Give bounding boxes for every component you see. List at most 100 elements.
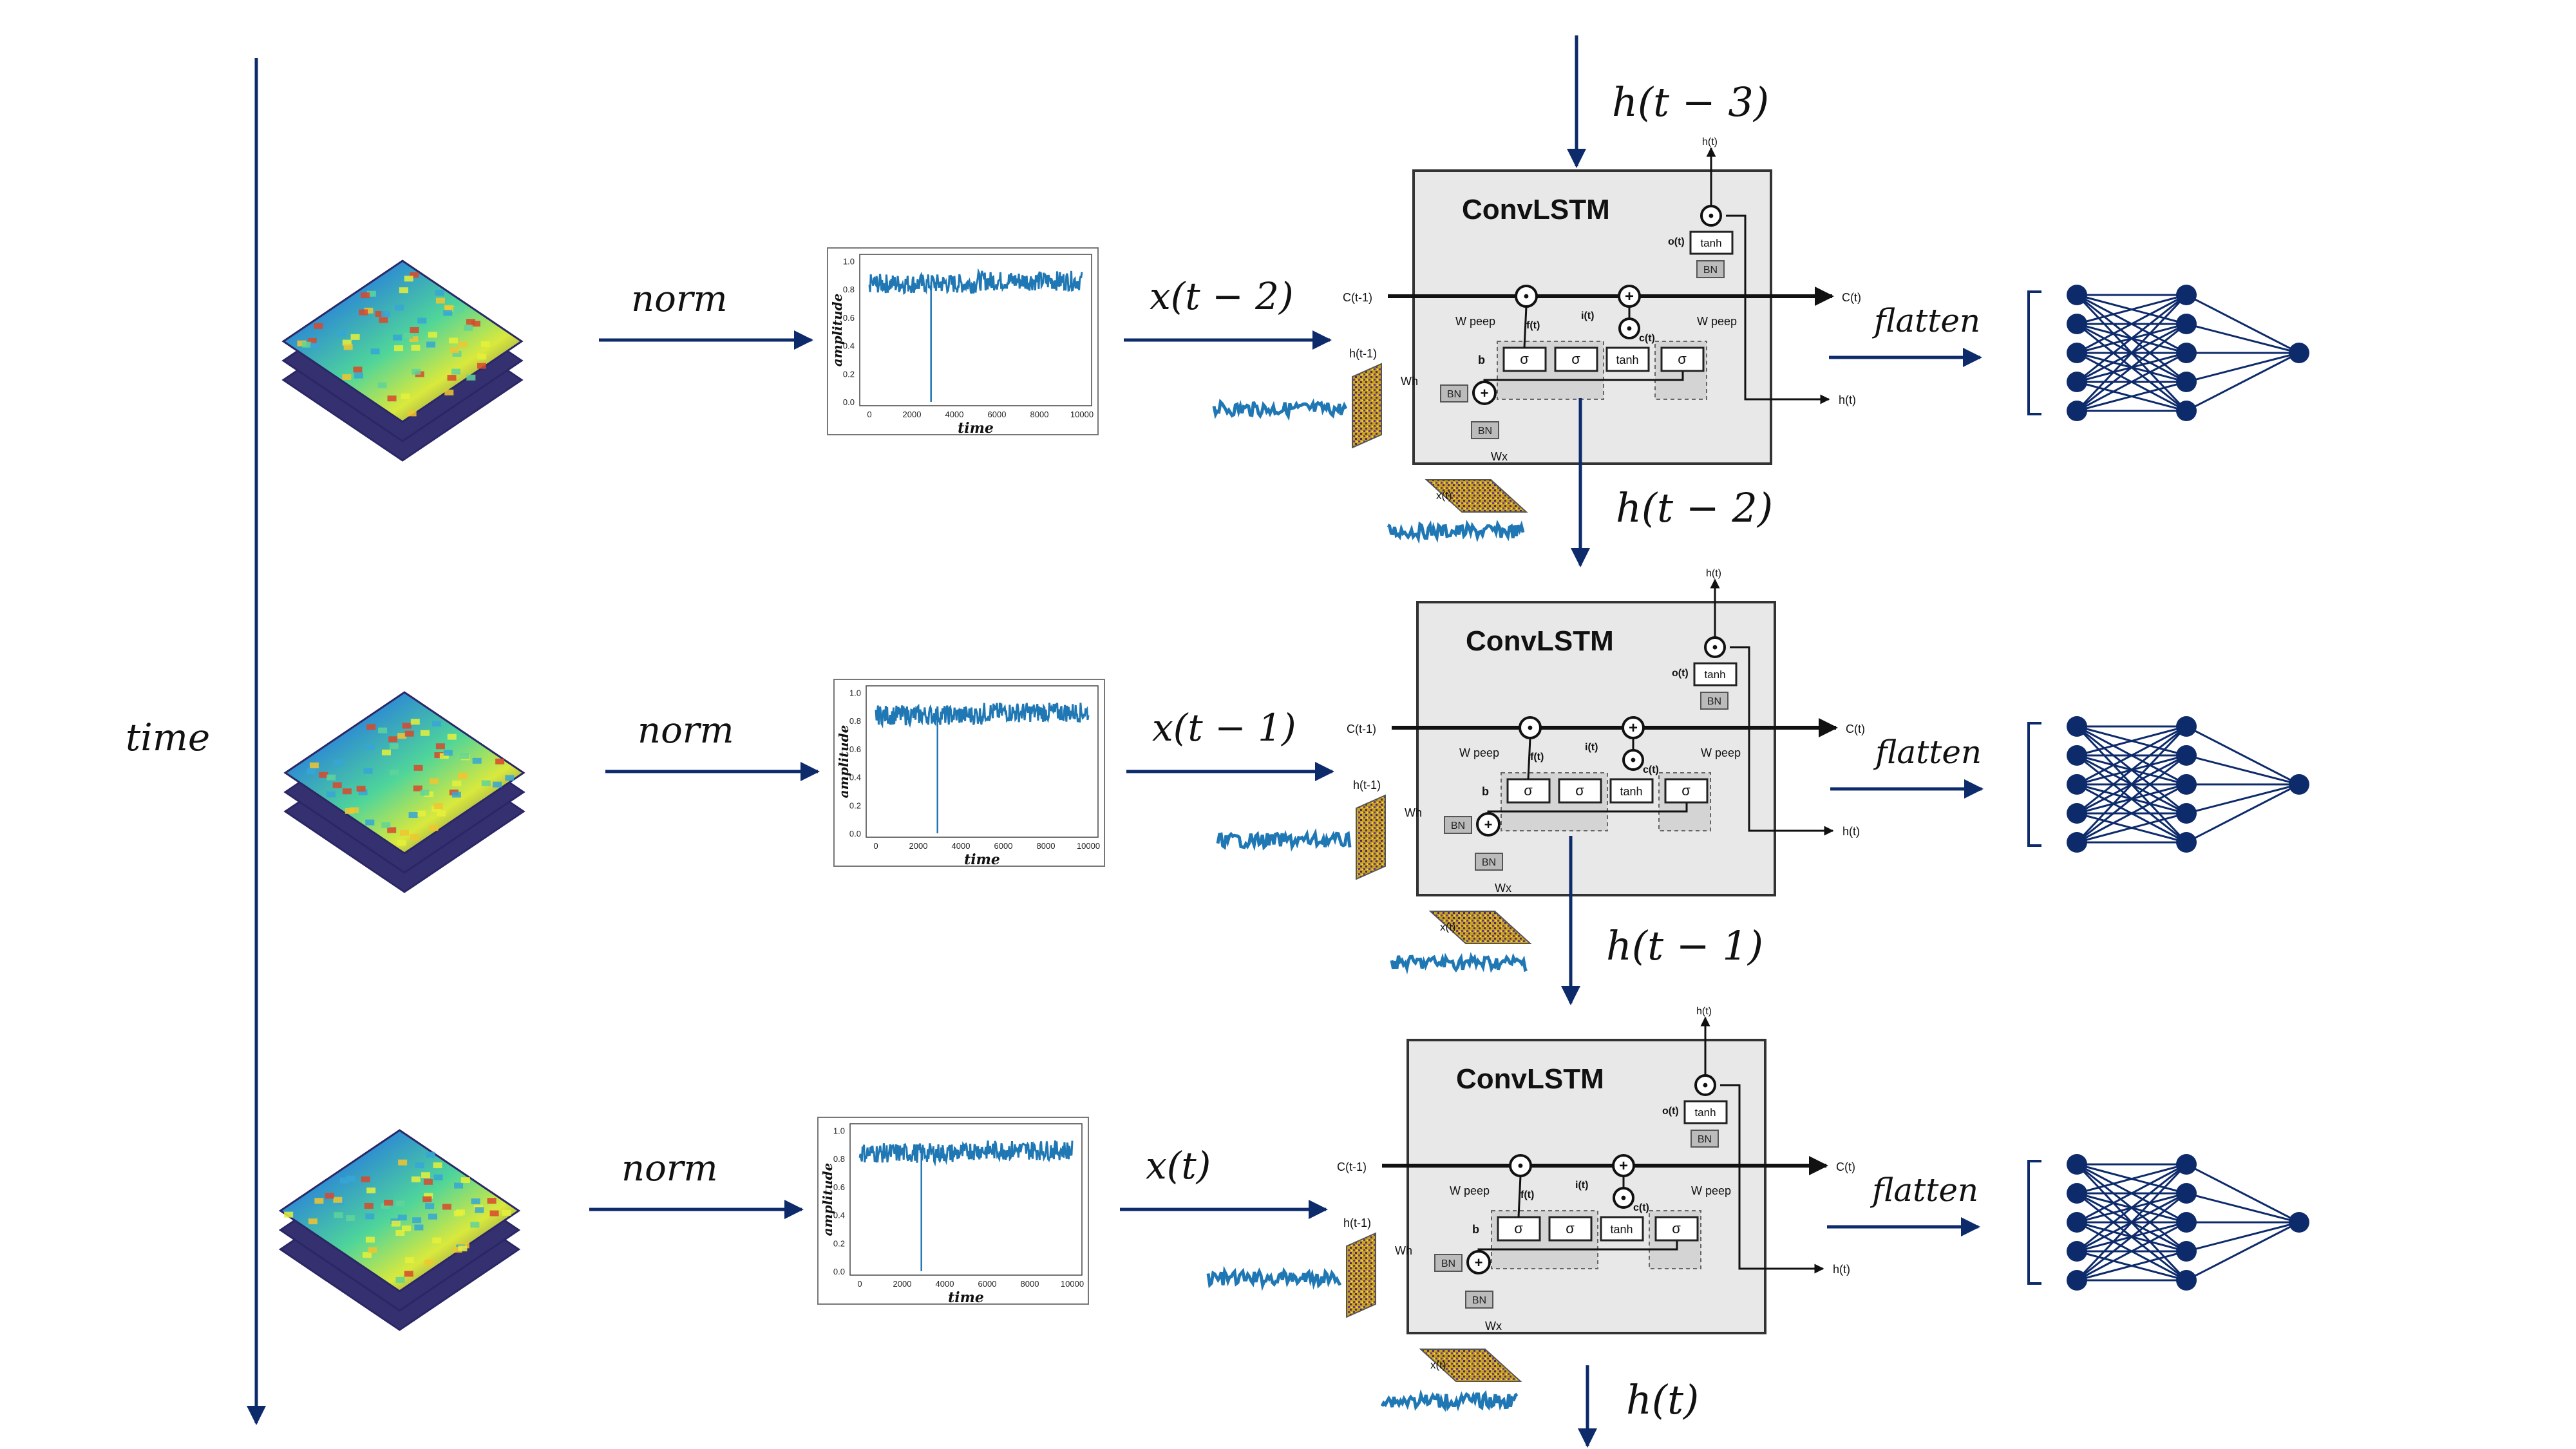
nn-edge <box>2076 783 2187 844</box>
bn-box <box>1696 260 1725 278</box>
heatmap-cell <box>398 1159 408 1166</box>
cell-op-symbol: • <box>1518 1157 1523 1175</box>
heatmap-cell <box>470 1222 480 1228</box>
plot-ylabel: amplitude <box>836 725 851 799</box>
heatmap-cell <box>502 1209 511 1216</box>
heatmap-cell <box>337 330 346 337</box>
f-gate-label: f(t) <box>1530 752 1544 762</box>
bn-label: BN <box>1478 426 1492 437</box>
nn-edge <box>2186 352 2300 383</box>
bn-label: BN <box>1451 820 1465 831</box>
heatmap-cell <box>342 339 352 346</box>
gate-feed-line <box>1477 1241 1678 1251</box>
nn-edge <box>2076 725 2187 757</box>
y-tick-label: 0.0 <box>843 397 855 407</box>
heatmap-cell <box>370 348 380 355</box>
heatmap-cell <box>399 829 409 836</box>
bn-label: BN <box>1703 265 1718 276</box>
c-mid-label: c(t) <box>1643 764 1659 775</box>
nn-node <box>2067 716 2087 737</box>
heatmap-cell <box>426 1151 435 1158</box>
heatmap-cell <box>435 290 444 296</box>
nn-node <box>2176 745 2197 766</box>
heatmap-cell <box>327 774 336 781</box>
nn-edge <box>2076 352 2187 412</box>
heatmap-cell <box>481 780 491 786</box>
heatmap-cell <box>426 341 436 348</box>
nn-node <box>2176 1241 2197 1262</box>
nn-node <box>2176 372 2197 392</box>
heatmap-cell <box>423 1179 433 1185</box>
f-gate-line <box>1523 306 1528 348</box>
bn-box <box>1690 1130 1719 1148</box>
flatten-label: flatten <box>1870 1171 1978 1209</box>
signal-strip <box>1390 952 1528 975</box>
gate-label: σ <box>1681 782 1690 799</box>
w-peep-label: W peep <box>1459 746 1499 759</box>
h-prev-label: h(t-1) <box>1343 1217 1371 1229</box>
cell-op-symbol: + <box>1625 288 1634 305</box>
heatmap-cell <box>363 1252 372 1258</box>
plot-xlabel: time <box>958 420 994 437</box>
nn-node <box>2067 803 2087 824</box>
heatmap-cell <box>435 298 445 304</box>
heatmap-cell <box>411 1176 421 1182</box>
w-peep-label: W peep <box>1450 1184 1490 1197</box>
heatmap-cell <box>420 790 430 796</box>
nn-edge <box>2186 1221 2300 1282</box>
nn-node <box>2067 774 2087 795</box>
heatmap-cell <box>447 734 457 740</box>
signal-strip <box>1212 398 1348 421</box>
hidden-state-label: h(t − 3) <box>1612 79 1769 126</box>
nn-node <box>2067 1241 2087 1262</box>
signal-strip <box>1216 828 1352 852</box>
heatmap-cell <box>364 1202 374 1209</box>
heatmap-cell <box>284 1211 294 1218</box>
y-tick-label: 1.0 <box>849 688 861 697</box>
h-out-path <box>1720 1084 1824 1274</box>
nn-edge <box>2076 1163 2188 1282</box>
heatmap-cell <box>358 789 368 795</box>
h-prev-label: h(t-1) <box>1353 779 1381 791</box>
heatmap-cell <box>437 810 446 817</box>
cell-op-symbol: • <box>1709 207 1714 225</box>
heatmap-cell <box>404 1271 413 1277</box>
heatmap-cell <box>460 753 469 759</box>
heatmap-cell <box>495 758 505 764</box>
x-tick-label: 8000 <box>1021 1279 1039 1289</box>
heatmap-cell <box>365 744 375 750</box>
w-x-label: Wx <box>1485 1320 1502 1332</box>
gate-box <box>1558 778 1602 804</box>
gate-feed-line <box>1483 372 1684 382</box>
heatmap-cell <box>361 1176 370 1182</box>
heatmap-cell <box>421 1172 431 1179</box>
heatmap-layer <box>283 691 526 855</box>
nn-node <box>2067 285 2087 305</box>
heatmap-cell <box>354 372 364 379</box>
nn-edge <box>2076 294 2188 412</box>
heatmap-cell <box>410 327 419 334</box>
heatmap-cell <box>333 1197 343 1203</box>
bias-label: b <box>1472 1223 1479 1236</box>
nn-node <box>2176 285 2197 305</box>
nn-edge <box>2076 1221 2187 1282</box>
heatmap-cell <box>387 395 397 402</box>
signal-line <box>858 1140 1074 1167</box>
heatmap-cell <box>428 332 437 338</box>
heatmap-cell <box>442 1204 451 1210</box>
y-tick-label: 0.2 <box>849 800 861 810</box>
cell-op-symbol: + <box>1481 385 1489 401</box>
heatmap-cell <box>458 772 468 779</box>
nn-node <box>2067 1212 2087 1233</box>
heatmap-cell <box>346 1215 355 1222</box>
nn-node <box>2176 803 2197 824</box>
plot-xlabel: time <box>964 851 1000 868</box>
heatmap-cell <box>365 1236 375 1243</box>
heatmap-cell <box>458 1245 468 1252</box>
x-tick-label: 2000 <box>893 1279 912 1289</box>
cell-op-symbol: • <box>1621 1189 1626 1207</box>
w-h-label: Wh <box>1401 375 1418 388</box>
bn-label: BN <box>1698 1134 1712 1145</box>
